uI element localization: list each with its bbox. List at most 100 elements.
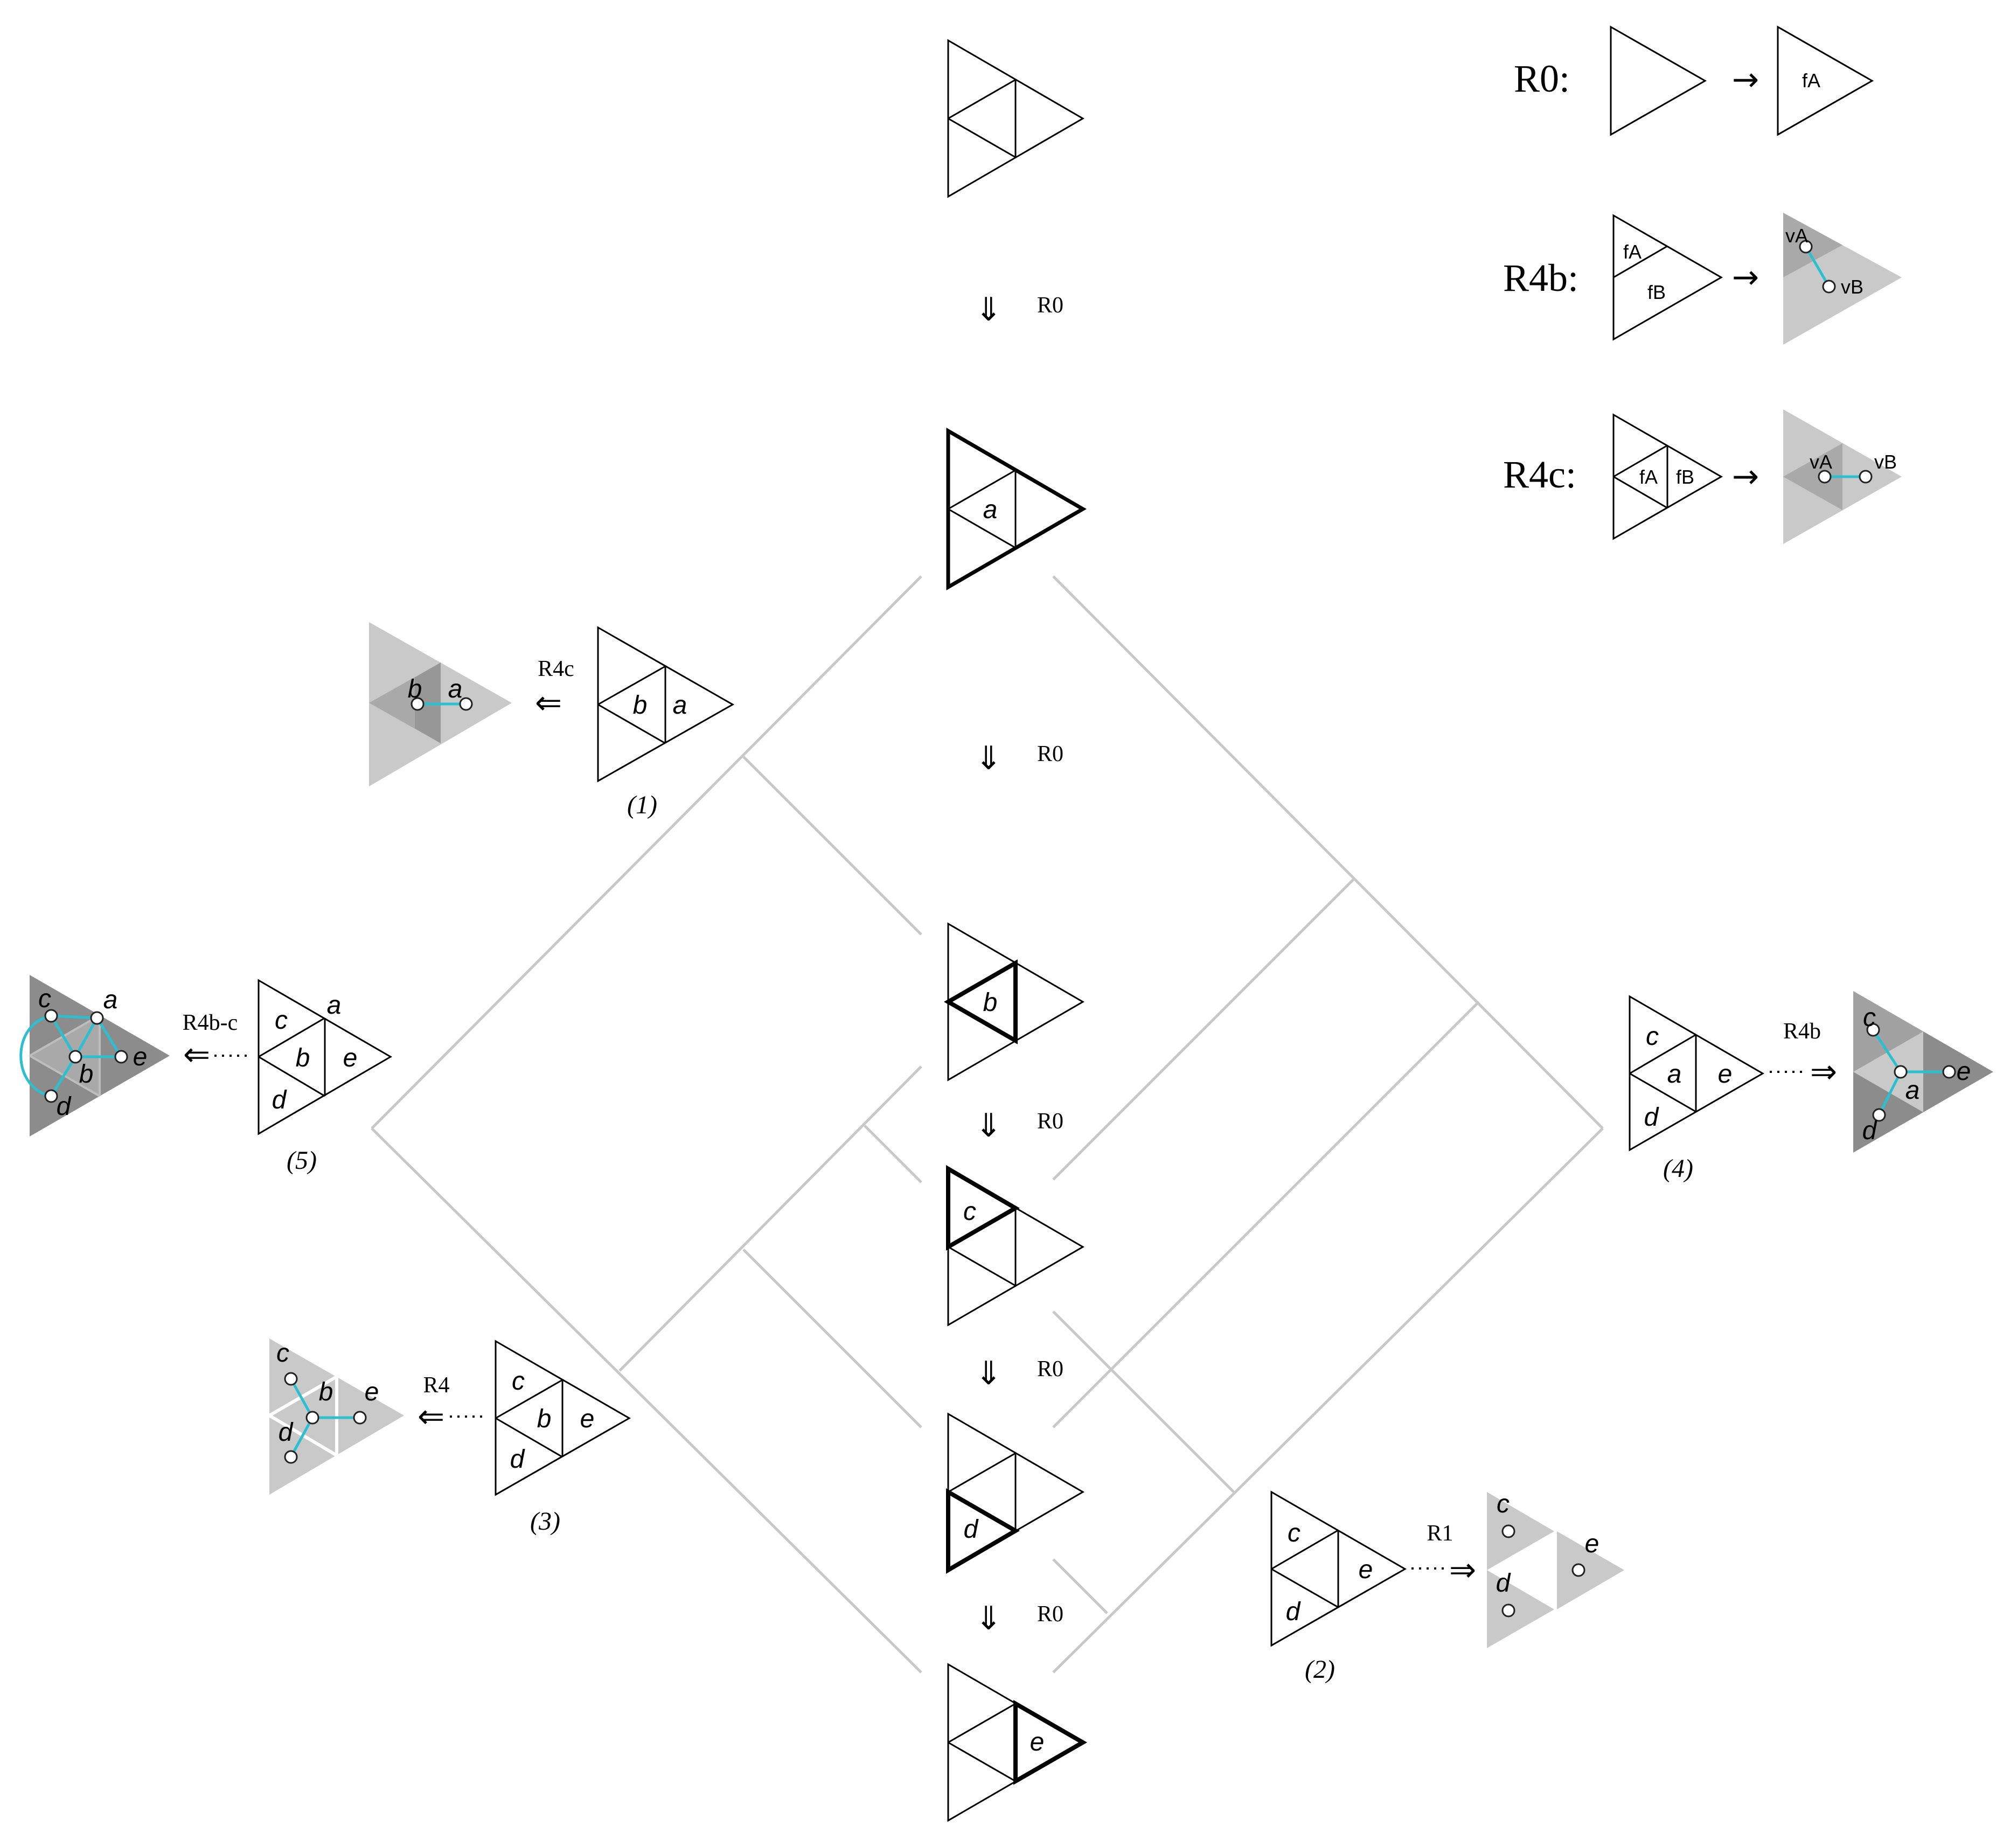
connector-line — [1052, 575, 1604, 1129]
rule-r4b: R4b: fA fB → vA vB — [1503, 213, 1902, 345]
face-label-d: d — [272, 1086, 287, 1114]
vertex-label-b: b — [408, 675, 422, 703]
vertex-label-c: c — [1863, 1003, 1876, 1032]
face-label-a: a — [327, 991, 342, 1020]
face-label-c: c — [1288, 1519, 1300, 1547]
face-label-c: c — [1646, 1022, 1659, 1051]
right-arrow-icon: ⇒ — [1810, 1053, 1837, 1091]
face-label-e: e — [1359, 1556, 1373, 1584]
step-3: ⇓ R0 — [975, 1355, 1063, 1392]
rule-label: R4c: — [1503, 453, 1576, 496]
face-label: fB — [1647, 281, 1666, 303]
rule-label: R0: — [1514, 57, 1570, 100]
connector-line — [371, 575, 922, 1129]
outcome-caption: (2) — [1305, 1655, 1335, 1684]
face-label: fA — [1802, 69, 1820, 92]
vertex-label-a: a — [1905, 1076, 1920, 1105]
main-triangle-1: a — [946, 427, 1087, 591]
down-arrow-icon: ⇓ — [975, 1600, 1002, 1637]
vertex-label: vB — [1874, 451, 1897, 473]
connector-line — [1052, 1558, 1108, 1614]
connector-line — [1052, 1310, 1235, 1493]
rule-r0: R0: → fA — [1514, 25, 1874, 136]
vertex-label-e: e — [1585, 1530, 1599, 1558]
face-label-e: e — [1030, 1728, 1045, 1756]
outcome-4: c a e d (4) R4b ⇒ c a e d — [1629, 991, 1993, 1183]
step-0: ⇓ R0 — [975, 291, 1063, 329]
step-label: R0 — [1037, 1602, 1063, 1627]
down-arrow-icon: ⇓ — [975, 291, 1002, 329]
face-label-a: a — [983, 496, 998, 524]
main-triangle-5: e — [947, 1663, 1088, 1822]
outcome-5: c a b e d (5) R4b-c ⇐ c a b e d — [19, 975, 392, 1175]
main-triangle-2: b — [943, 922, 1084, 1082]
down-arrow-icon: ⇓ — [975, 1355, 1002, 1392]
connector-line — [1052, 877, 1356, 1181]
main-triangle-4: d — [946, 1412, 1084, 1574]
vertex-label-b: b — [79, 1060, 94, 1089]
face-label-d: d — [510, 1445, 525, 1474]
face-label-e: e — [343, 1044, 358, 1072]
vertex-label-c: c — [1497, 1490, 1510, 1518]
right-arrow-icon: → — [1732, 61, 1759, 99]
rule-r4c: R4c: fA fB → vA vB — [1503, 409, 1902, 544]
vertex-label: vA — [1785, 225, 1808, 247]
outcome-caption: (3) — [530, 1507, 560, 1536]
step-label: R0 — [1037, 742, 1063, 766]
face-label-a: a — [673, 691, 687, 720]
face-label: fA — [1623, 241, 1642, 263]
connector-line — [864, 1125, 922, 1183]
outcome-3: c b e d (3) R4 ⇐ c b e d — [268, 1338, 631, 1536]
connector-lines — [371, 575, 1604, 1673]
connector-line — [742, 756, 922, 936]
rule-label: R4 — [423, 1373, 449, 1398]
connector-line — [742, 1249, 922, 1428]
step-2: ⇓ R0 — [975, 1107, 1063, 1145]
main-triangle-0 — [947, 39, 1084, 198]
vertex-label-e: e — [133, 1043, 148, 1071]
step-1: ⇓ R0 — [975, 740, 1063, 777]
vertex-label-a: a — [448, 675, 463, 703]
connector-line — [618, 1065, 922, 1372]
face-label-c: c — [512, 1367, 525, 1396]
vertex-label-e: e — [365, 1378, 379, 1406]
face-label-b: b — [296, 1044, 310, 1072]
face-label-c: c — [963, 1197, 976, 1226]
face-label: fB — [1676, 466, 1694, 488]
outcome-1: b a (1) R4c ⇐ b a — [369, 622, 735, 819]
vertex-label: vA — [1810, 451, 1832, 473]
step-4: ⇓ R0 — [975, 1600, 1063, 1637]
down-arrow-icon: ⇓ — [975, 1107, 1002, 1145]
rule-label: R1 — [1427, 1521, 1453, 1546]
face-label-d: d — [1644, 1103, 1659, 1132]
rule-label: R4b: — [1503, 256, 1578, 299]
face-label-e: e — [1718, 1060, 1733, 1089]
left-arrow-icon: ⇐ — [183, 1036, 210, 1073]
vertex-label-b: b — [319, 1378, 333, 1406]
right-arrow-icon: → — [1732, 458, 1759, 496]
left-arrow-icon: ⇐ — [418, 1398, 444, 1435]
face-label: fA — [1639, 466, 1658, 488]
outcome-caption: (5) — [287, 1146, 317, 1175]
vertex-label: vB — [1841, 276, 1863, 298]
right-arrow-icon: ⇒ — [1449, 1551, 1476, 1589]
connector-line — [371, 1127, 922, 1673]
outcome-caption: (1) — [627, 791, 657, 819]
face-label-e: e — [580, 1405, 595, 1433]
face-label-d: d — [1286, 1598, 1301, 1626]
vertex-label-d: d — [279, 1418, 294, 1447]
rule-label: R4c — [538, 657, 574, 681]
face-label-c: c — [275, 1006, 288, 1035]
vertex-label-d: d — [1496, 1569, 1511, 1598]
vertex-label-a: a — [103, 986, 118, 1014]
down-arrow-icon: ⇓ — [975, 740, 1002, 777]
vertex-label-c: c — [276, 1339, 289, 1368]
face-label-b: b — [633, 691, 648, 720]
face-label-b: b — [983, 988, 998, 1017]
connector-line — [1052, 1001, 1480, 1428]
rule-label: R4b-c — [183, 1010, 238, 1035]
vertex-label-d: d — [1862, 1117, 1877, 1145]
face-label-d: d — [964, 1515, 979, 1544]
vertex-label-e: e — [1957, 1057, 1971, 1086]
step-label: R0 — [1037, 1357, 1063, 1382]
